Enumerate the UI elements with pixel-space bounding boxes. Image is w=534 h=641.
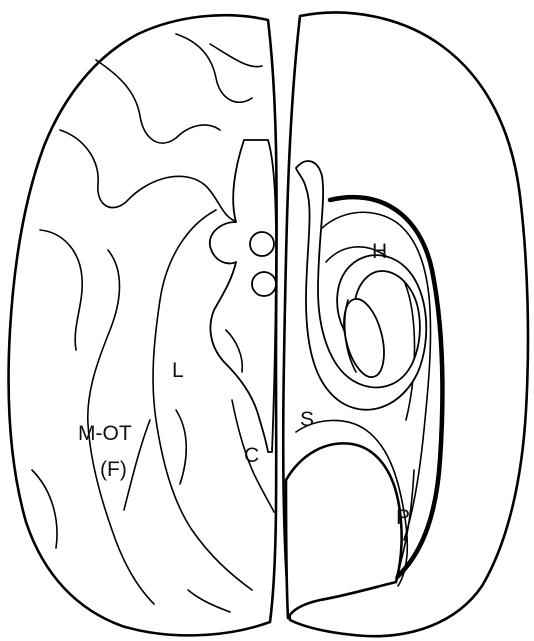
label-l: L [172,359,184,382]
label-f: (F) [100,458,127,481]
midline-round-structure-lower [252,272,276,296]
label-h: H [372,240,387,263]
label-s: S [300,408,314,431]
midline-round-structure-upper [250,232,274,256]
right-hemisphere [283,13,528,637]
label-c: C [244,444,259,467]
label-m-ot: M-OT [78,422,132,445]
label-p: P [396,506,410,529]
